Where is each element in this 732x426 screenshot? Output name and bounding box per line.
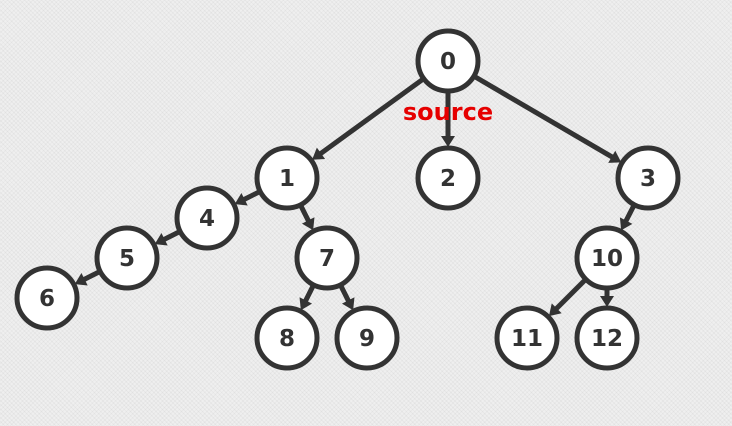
- edge-line: [240, 188, 263, 203]
- node-circle: [174, 185, 240, 251]
- node-circle: [14, 265, 80, 331]
- node-1: 1: [254, 145, 320, 211]
- node-circle: [574, 305, 640, 371]
- edge-line: [160, 228, 183, 243]
- edge-line: [297, 202, 312, 225]
- edge-1-4: [234, 188, 263, 206]
- edge-0-2: [441, 88, 455, 147]
- arrow-head: [301, 217, 315, 231]
- node-label: 2: [440, 166, 456, 192]
- edge-line: [80, 268, 103, 283]
- node-circle: [415, 145, 481, 211]
- node-7: 7: [294, 225, 360, 291]
- edge-line: [471, 73, 616, 161]
- node-label: 8: [279, 326, 295, 352]
- edge-0-3: [471, 73, 622, 163]
- node-label: 4: [199, 206, 215, 232]
- node-3: 3: [615, 145, 681, 211]
- source-label: source: [403, 98, 493, 126]
- node-label: 1: [279, 166, 295, 192]
- arrow-head: [619, 217, 633, 231]
- arrow-head: [608, 150, 622, 163]
- node-label: 11: [511, 326, 543, 352]
- node-8: 8: [254, 305, 320, 371]
- node-11: 11: [494, 305, 560, 371]
- node-circle: [415, 28, 481, 94]
- node-circle: [615, 145, 681, 211]
- node-circle: [294, 225, 360, 291]
- edge-7-9: [337, 282, 355, 311]
- node-label: 3: [640, 166, 656, 192]
- arrow-head: [441, 136, 455, 147]
- node-circle: [254, 305, 320, 371]
- node-label: 12: [591, 326, 623, 352]
- node-label: 6: [39, 286, 55, 312]
- node-0: 0: [415, 28, 481, 94]
- node-label: 0: [440, 49, 456, 75]
- node-5: 5: [94, 225, 160, 291]
- node-9: 9: [334, 305, 400, 371]
- arrow-head: [299, 297, 313, 311]
- edges-layer: [74, 73, 637, 317]
- edge-5-6: [74, 268, 103, 286]
- edge-line: [552, 276, 589, 313]
- node-circle: [574, 225, 640, 291]
- arrow-head: [154, 232, 168, 246]
- edge-1-7: [297, 202, 315, 231]
- node-circle: [494, 305, 560, 371]
- node-label: 10: [591, 246, 623, 272]
- edge-0-1: [312, 76, 427, 160]
- node-4: 4: [174, 185, 240, 251]
- arrow-head: [74, 272, 88, 286]
- arrow-head: [341, 297, 355, 311]
- edge-line: [622, 202, 637, 225]
- edge-4-5: [154, 228, 183, 246]
- node-label: 7: [319, 246, 335, 272]
- arrow-head: [234, 192, 248, 206]
- arrow-head: [312, 147, 326, 160]
- node-circle: [254, 145, 320, 211]
- node-label: 9: [359, 326, 375, 352]
- node-6: 6: [14, 265, 80, 331]
- node-2: 2: [415, 145, 481, 211]
- edge-line: [316, 76, 427, 157]
- node-label: 5: [119, 246, 135, 272]
- edge-line: [302, 282, 317, 305]
- node-10: 10: [574, 225, 640, 291]
- edge-10-12: [600, 285, 614, 307]
- arrow-head: [600, 296, 614, 307]
- node-circle: [94, 225, 160, 291]
- edge-10-11: [548, 276, 589, 317]
- node-12: 12: [574, 305, 640, 371]
- edge-3-10: [619, 202, 637, 231]
- arrow-head: [548, 303, 562, 317]
- node-circle: [334, 305, 400, 371]
- edge-line: [337, 282, 352, 305]
- edge-7-8: [299, 282, 317, 311]
